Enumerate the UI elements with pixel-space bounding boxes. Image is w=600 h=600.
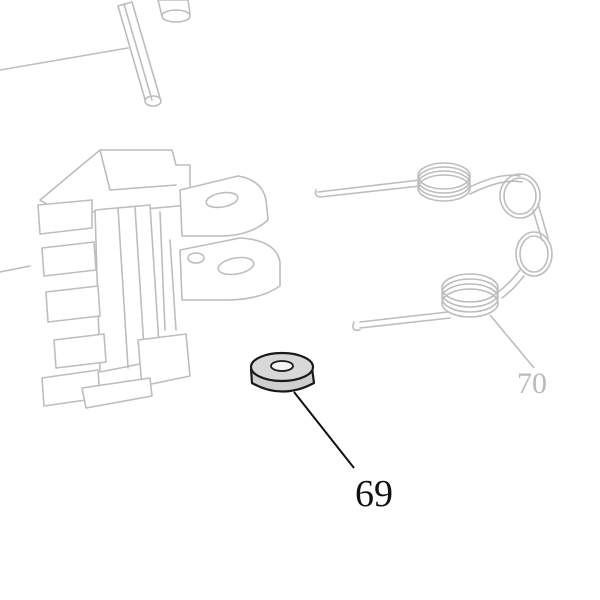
callout-label-70: 70	[517, 367, 547, 400]
reference-lines	[0, 47, 129, 273]
torsion-spring-icon	[314, 162, 553, 332]
bracket-icon	[37, 149, 281, 409]
callout-label-69: 69	[355, 473, 393, 515]
callout-69: 69	[293, 391, 393, 515]
pin-icon	[117, 0, 191, 107]
callout-70: 70	[489, 314, 547, 400]
leader-line-69	[293, 391, 355, 469]
leader-line-70	[489, 314, 535, 369]
washer-icon	[249, 351, 316, 393]
